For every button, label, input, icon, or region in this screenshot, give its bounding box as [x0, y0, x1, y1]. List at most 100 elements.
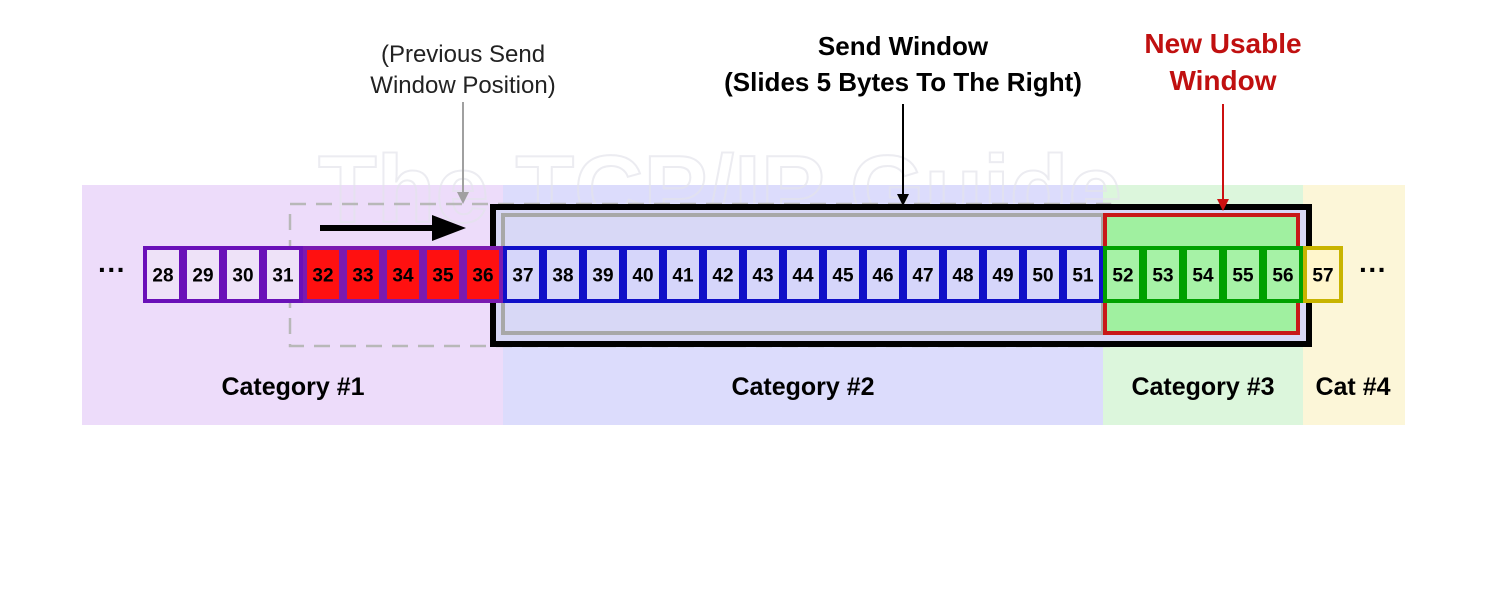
byte-number: 46 [872, 266, 893, 287]
byte-cell: 43 [743, 246, 783, 303]
previous-window-pointer-head [457, 192, 469, 204]
byte-cell: 53 [1143, 246, 1183, 303]
byte-cell-fill [867, 250, 899, 299]
byte-number: 34 [392, 266, 414, 287]
byte-cell-fill [827, 250, 859, 299]
byte-number: 33 [352, 266, 373, 287]
byte-cell: 29 [183, 246, 223, 303]
send-window-pointer-head [897, 194, 909, 206]
byte-number: 35 [432, 266, 454, 287]
byte-number: 30 [232, 266, 253, 287]
byte-number: 36 [472, 266, 493, 287]
byte-cell-fill [1227, 250, 1259, 299]
byte-cell: 44 [783, 246, 823, 303]
byte-number: 55 [1232, 266, 1254, 287]
category-2-label: Category #2 [731, 373, 874, 401]
byte-cell-fill [1067, 250, 1099, 299]
byte-number: 29 [192, 266, 213, 287]
byte-cell: 46 [863, 246, 903, 303]
send-window-label-line1: Send Window [818, 31, 989, 61]
byte-number: 47 [912, 266, 933, 287]
byte-cell: 34 [383, 246, 423, 303]
previous-window-label-line2: Window Position) [370, 72, 555, 99]
byte-cell-fill [387, 250, 419, 299]
byte-cell: 56 [1263, 246, 1303, 303]
byte-number: 53 [1152, 266, 1173, 287]
byte-number: 44 [792, 266, 814, 287]
byte-cell: 51 [1063, 246, 1103, 303]
byte-number: 50 [1032, 266, 1053, 287]
byte-cell-fill [1147, 250, 1179, 299]
byte-cell: 57 [1303, 246, 1343, 303]
byte-cell: 39 [583, 246, 623, 303]
byte-number: 32 [312, 266, 333, 287]
byte-number: 56 [1272, 266, 1293, 287]
byte-cell-fill [507, 250, 539, 299]
byte-number: 39 [592, 266, 613, 287]
byte-cell-fill [1107, 250, 1139, 299]
byte-number: 40 [632, 266, 653, 287]
byte-number: 48 [952, 266, 973, 287]
byte-cell: 42 [703, 246, 743, 303]
byte-cell: 54 [1183, 246, 1223, 303]
byte-cell: 41 [663, 246, 703, 303]
new-usable-window-label-line1: New Usable [1144, 28, 1301, 59]
byte-cell: 52 [1103, 246, 1143, 303]
byte-cell-fill [747, 250, 779, 299]
byte-number: 43 [752, 266, 773, 287]
byte-cell-fill [427, 250, 459, 299]
send-window-label-line2: (Slides 5 Bytes To The Right) [724, 67, 1082, 97]
byte-number: 31 [272, 266, 294, 287]
slide-arrow-head [432, 215, 466, 241]
byte-cell: 50 [1023, 246, 1063, 303]
byte-cell-fill [1267, 250, 1299, 299]
byte-number: 51 [1072, 266, 1094, 287]
byte-cell-fill [707, 250, 739, 299]
byte-cell-fill [187, 250, 219, 299]
byte-cell-fill [907, 250, 939, 299]
byte-cell: 37 [503, 246, 543, 303]
byte-cell-fill [587, 250, 619, 299]
category-4-band [1303, 185, 1405, 425]
byte-number: 41 [672, 266, 694, 287]
byte-cell-fill [1187, 250, 1219, 299]
byte-cell: 30 [223, 246, 263, 303]
category-1-label: Category #1 [221, 373, 364, 401]
byte-number: 38 [552, 266, 573, 287]
byte-cell-fill [1027, 250, 1059, 299]
usable-window-pointer-head [1217, 199, 1229, 211]
new-usable-window-label-line2: Window [1169, 65, 1276, 96]
byte-cell-fill [987, 250, 1019, 299]
byte-cell-fill [787, 250, 819, 299]
byte-cell: 36 [463, 246, 503, 303]
category-4-label: Cat #4 [1315, 373, 1390, 401]
byte-cell-fill [947, 250, 979, 299]
byte-cell-fill [267, 250, 299, 299]
byte-cell-fill [347, 250, 379, 299]
byte-number: 52 [1112, 266, 1133, 287]
byte-cell: 47 [903, 246, 943, 303]
byte-cell-fill [467, 250, 499, 299]
byte-number: 42 [712, 266, 733, 287]
byte-cell-fill [627, 250, 659, 299]
byte-cell: 40 [623, 246, 663, 303]
byte-cell: 45 [823, 246, 863, 303]
byte-cell: 48 [943, 246, 983, 303]
byte-cell: 38 [543, 246, 583, 303]
byte-cell: 31 [263, 246, 303, 303]
previous-window-label-line1: (Previous Send [381, 41, 545, 68]
byte-number: 37 [512, 266, 533, 287]
byte-cell: 49 [983, 246, 1023, 303]
ellipsis-left: ··· [98, 254, 126, 285]
byte-cell-fill [667, 250, 699, 299]
byte-cell-fill [227, 250, 259, 299]
ellipsis-right: ··· [1359, 254, 1387, 285]
byte-number: 45 [832, 266, 854, 287]
byte-cell-fill [307, 250, 339, 299]
byte-cell-fill [147, 250, 179, 299]
byte-cell: 33 [343, 246, 383, 303]
category-3-label: Category #3 [1131, 373, 1274, 401]
byte-cell-fill [1307, 250, 1339, 299]
